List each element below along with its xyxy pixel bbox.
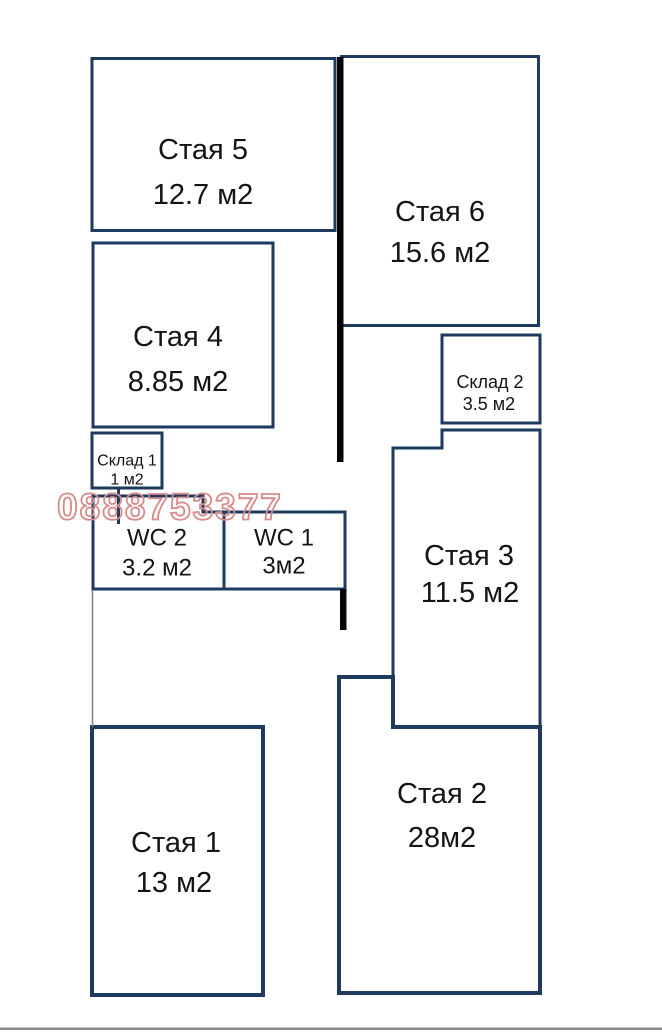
room-staya-3-name: Стая 3 (424, 540, 514, 572)
room-sklad-2-name: Склад 2 (456, 372, 523, 392)
room-staya-4-area: 8.85 м2 (128, 366, 229, 398)
room-staya-2-name: Стая 2 (397, 778, 487, 810)
room-sklad-1-outline (90, 431, 164, 490)
room-sklad-1-name: Склад 1 (97, 453, 157, 470)
room-sklad-2-area: 3.5 м2 (463, 394, 515, 414)
thick-walls-group (337, 57, 347, 630)
room-staya-1-area: 13 м2 (136, 867, 212, 899)
room-wc-2-name: WC 2 (127, 525, 187, 552)
room-staya-6-area: 15.6 м2 (390, 237, 491, 269)
room-staya-4-outline (91, 241, 275, 429)
wall-thick-lower (340, 589, 347, 630)
labels-group: Стая 5 12.7 м2 Стая 6 15.6 м2 Стая 4 8.8… (97, 134, 523, 899)
room-sklad-2-outline (440, 333, 542, 425)
room-staya-3-area: 11.5 м2 (421, 577, 519, 609)
room-staya-4-name: Стая 4 (133, 321, 223, 353)
room-staya-2-outline (337, 675, 542, 995)
room-wc-1-name: WC 1 (254, 525, 314, 552)
room-staya-2-area: 28м2 (408, 822, 476, 854)
room-staya-5-outline (90, 57, 337, 232)
room-wc-2-area: 3.2 м2 (122, 555, 192, 582)
room-staya-5-name: Стая 5 (158, 134, 248, 166)
room-wc-1-area: 3м2 (262, 553, 305, 580)
watermark-phone-number: 0888753377 (57, 487, 283, 528)
bottom-divider (0, 1027, 662, 1030)
wall-thick-upper (337, 57, 344, 462)
walls-group (90, 55, 542, 997)
room-staya-1-name: Стая 1 (131, 827, 221, 859)
room-staya-1-outline (90, 725, 265, 997)
room-staya-6-outline (340, 55, 540, 327)
room-staya-6-name: Стая 6 (395, 196, 485, 228)
room-staya-5-area: 12.7 м2 (153, 179, 254, 211)
room-sklad-1-area: 1 м2 (110, 472, 143, 489)
